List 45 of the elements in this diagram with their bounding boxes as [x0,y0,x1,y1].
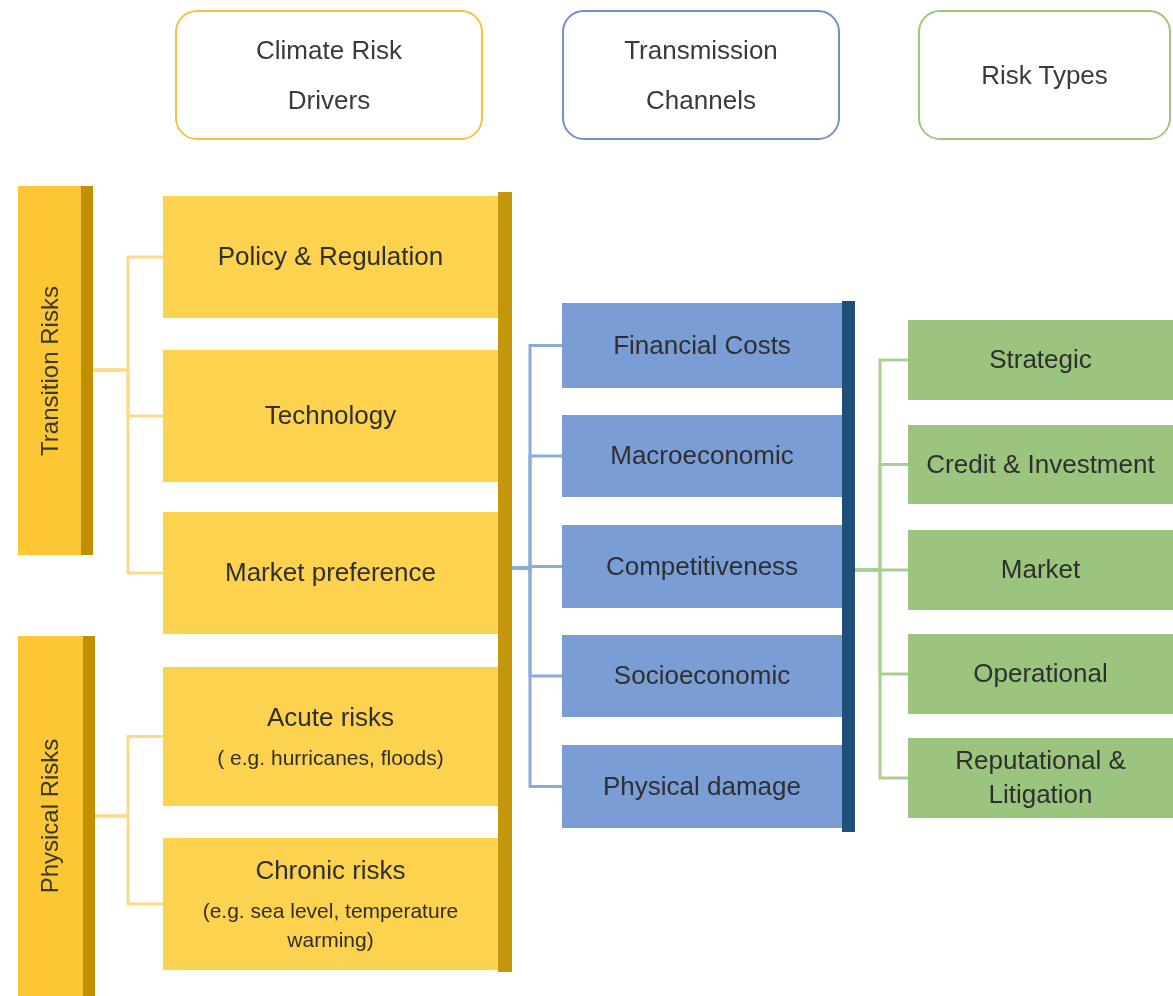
channel-box [562,415,842,497]
connector-line [95,814,163,906]
risk-type-box [908,634,1173,714]
box-title: Competitiveness [605,549,799,583]
channel-box [562,635,842,717]
box-title: Socioeconomic [613,659,791,693]
box-title: Acute risks [266,700,395,734]
risk-type-box [908,320,1173,400]
box-title: Strategic [989,343,1092,377]
box-title: Credit & Investment [926,447,1155,481]
box-title: Market preference [225,556,436,590]
header-box: Transmission Channels [562,10,840,140]
column-bar [842,301,855,832]
box-title: Policy & Regulation [217,240,444,274]
box-title: Operational [973,657,1108,691]
risk-type-box [908,738,1173,818]
header-box: Climate Risk Drivers [175,10,483,140]
category-label: Physical Risks [36,738,65,894]
box-note: (e.g. sea level, temperature warming) [201,897,460,953]
category-bar [18,186,93,555]
channel-box [562,745,842,828]
box-note: ( e.g. hurricanes, floods) [217,744,444,771]
risk-driver-box [163,196,498,318]
risk-driver-box [163,667,498,806]
box-title: Market [1000,553,1081,587]
risk-type-box [908,530,1173,610]
box-title: Financial Costs [613,328,791,362]
box-title: Chronic risks [255,853,406,887]
risk-driver-box [163,512,498,634]
box-title: Physical damage [603,769,801,803]
box-title: Reputational & Litigation [954,744,1127,811]
risk-driver-box [163,838,498,970]
column-bar [498,192,512,972]
box-title: Technology [264,399,397,433]
channel-box [562,303,842,388]
risk-driver-box [163,350,498,482]
category-label: Transition Risks [35,285,64,456]
channel-box [562,525,842,608]
connector-line [855,568,908,780]
category-bar [18,636,95,996]
connector-line [512,566,562,788]
header-box: Risk Types [918,10,1171,140]
connector-line [93,368,163,575]
box-title: Macroeconomic [610,439,794,473]
risk-type-box [908,425,1173,504]
